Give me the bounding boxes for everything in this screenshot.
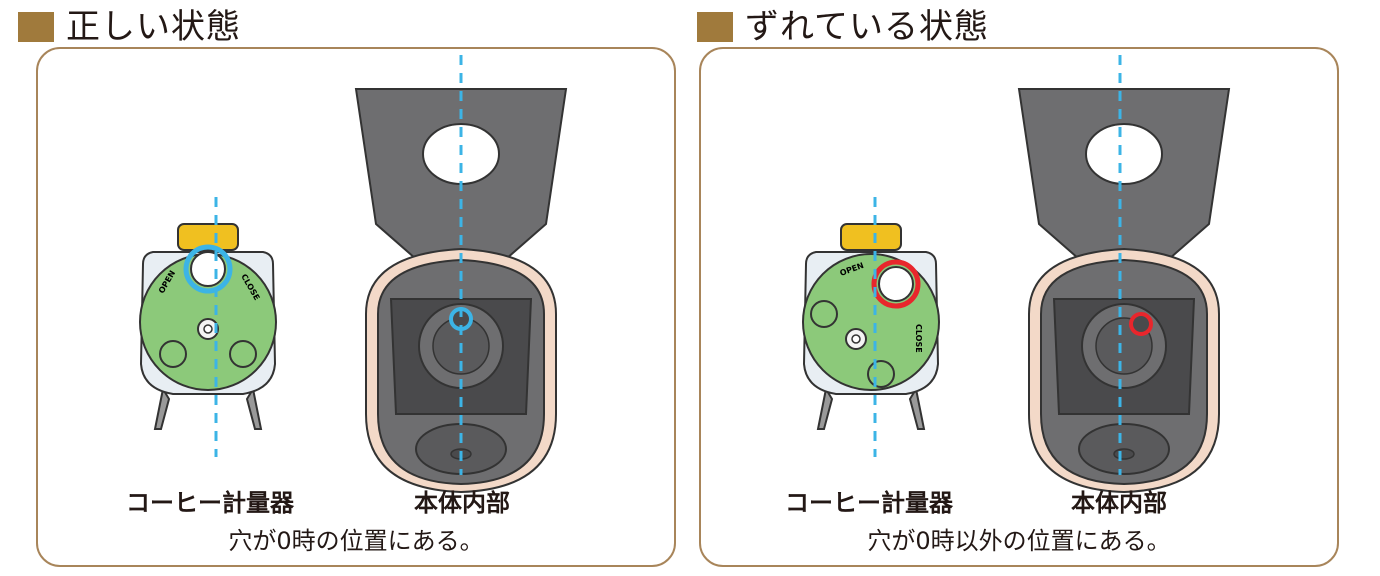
- caption: 穴が0時の位置にある。: [228, 527, 484, 555]
- section-heading: ずれている状態: [697, 6, 989, 48]
- section-heading: 正しい状態: [18, 6, 241, 48]
- coffee-meter-illustration: OPEN CLOSE: [802, 223, 940, 430]
- hole-highlight-ring: [871, 259, 921, 309]
- diagram-panel: OPEN CLOSE コーヒー計量器 本体内部 穴が0時以外の位置にある。: [699, 47, 1339, 567]
- body-interior-illustration: [1017, 88, 1231, 494]
- coffee-meter-illustration: OPEN CLOSE: [139, 223, 277, 430]
- hole-highlight-ring: [183, 244, 233, 294]
- heading-text: 正しい状態: [66, 7, 241, 47]
- body-guide-line: [459, 55, 463, 475]
- inner-hole-highlight: [1129, 312, 1153, 336]
- misaligned-state-section: ずれている状態 OPEN CLOSE: [697, 0, 1357, 576]
- heading-square-icon: [697, 12, 733, 42]
- body-guide-line: [1118, 55, 1122, 475]
- diagram-panel: OPEN CLOSE コーヒー計量器 本体内部 穴が0時の位置に: [36, 47, 676, 567]
- correct-state-section: 正しい状態 OPEN CLOSE: [18, 0, 678, 576]
- body-interior-illustration: [354, 88, 568, 494]
- heading-text: ずれている状態: [745, 7, 989, 47]
- body-label: 本体内部: [414, 489, 510, 517]
- body-label: 本体内部: [1071, 489, 1167, 517]
- caption: 穴が0時以外の位置にある。: [867, 527, 1171, 555]
- heading-square-icon: [18, 12, 54, 42]
- meter-label: コーヒー計量器: [785, 489, 953, 517]
- meter-guide-line: [214, 197, 218, 457]
- meter-guide-line: [873, 197, 877, 457]
- close-marking: CLOSE: [914, 324, 923, 353]
- meter-label: コーヒー計量器: [126, 489, 294, 517]
